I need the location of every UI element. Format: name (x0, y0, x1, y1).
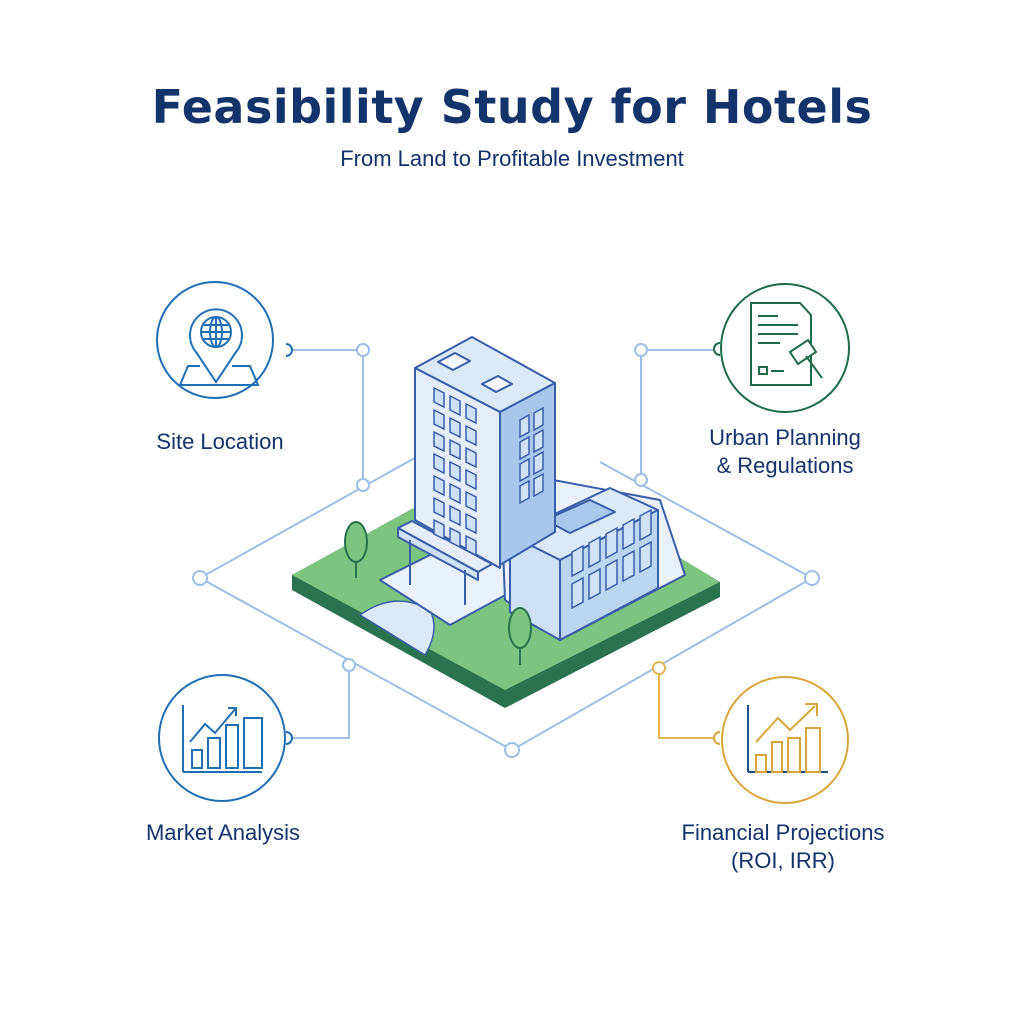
window (605, 526, 618, 560)
connector-dots (192, 343, 820, 758)
window (449, 416, 461, 439)
window (533, 428, 544, 454)
growth-chart-icon (747, 703, 828, 773)
window (519, 457, 530, 483)
window (449, 460, 461, 483)
window (433, 518, 445, 541)
window (465, 424, 477, 447)
window (622, 517, 635, 551)
window (605, 558, 618, 592)
window (465, 512, 477, 535)
financial-connector (658, 668, 713, 739)
window (449, 504, 461, 527)
urban-planning-label-line2: & Regulations (716, 453, 854, 478)
window (533, 450, 544, 476)
window (571, 544, 584, 578)
site-location-label: Site Location (156, 429, 284, 454)
window (433, 430, 445, 453)
window (433, 408, 445, 431)
window (433, 452, 445, 475)
window (449, 394, 461, 417)
market-analysis-node (158, 674, 293, 802)
window (465, 468, 477, 491)
financial-projections-label-line1: Financial Projections (681, 820, 885, 845)
site-location-node (156, 281, 293, 399)
map-pin-globe-icon (178, 308, 260, 386)
window (588, 567, 601, 601)
financial-dot (652, 661, 666, 675)
page-subtitle: From Land to Profitable Investment (340, 146, 684, 171)
window (433, 474, 445, 497)
hotel-building (379, 336, 686, 641)
window (465, 534, 477, 557)
bar-chart-trend-icon (182, 705, 263, 773)
window (519, 479, 530, 505)
window (533, 472, 544, 498)
financial-projections-node (713, 676, 849, 804)
window (449, 526, 461, 549)
window (449, 482, 461, 505)
urban-planning-label-line1: Urban Planning (709, 425, 861, 450)
market-analysis-label: Market Analysis (145, 820, 301, 845)
building-windows (433, 386, 652, 610)
window (622, 549, 635, 583)
window (433, 386, 445, 409)
financial-projections-label: Financial Projections (ROI, IRR) (643, 819, 923, 875)
window (588, 535, 601, 569)
urban-planning-node (713, 283, 850, 413)
window (449, 438, 461, 461)
urban-planning-label: Urban Planning & Regulations (665, 424, 905, 480)
window (519, 435, 530, 461)
tree-icon (344, 521, 532, 665)
window (639, 540, 652, 574)
window (571, 576, 584, 610)
window (639, 508, 652, 542)
window (465, 446, 477, 469)
page-title: Feasibility Study for Hotels (151, 80, 873, 134)
window (433, 496, 445, 519)
window (519, 413, 530, 439)
window (465, 402, 477, 425)
window (465, 490, 477, 513)
window (533, 406, 544, 432)
financial-projections-label-line2: (ROI, IRR) (731, 848, 835, 873)
document-gavel-icon (750, 302, 823, 386)
